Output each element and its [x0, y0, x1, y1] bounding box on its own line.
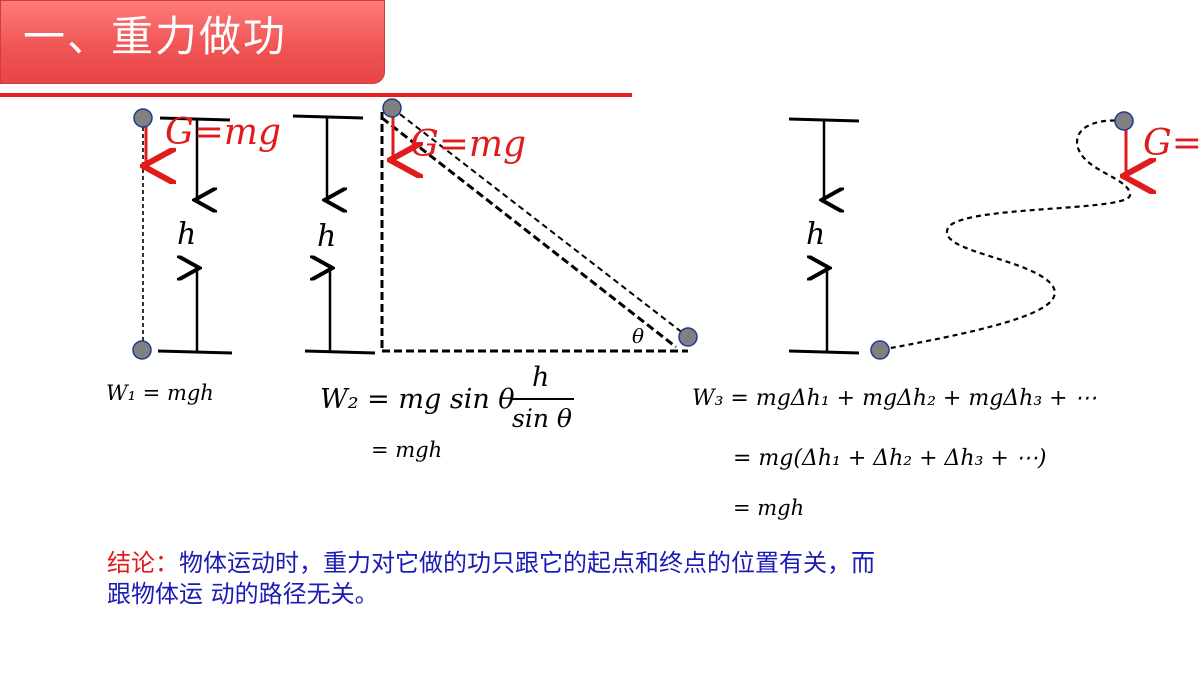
- ball-end: [132, 340, 152, 360]
- conclusion-line2: 跟物体运 动的路径无关。: [107, 580, 379, 608]
- ball-end: [870, 340, 890, 360]
- gravity-label: G=mg: [410, 124, 526, 165]
- title-underline: [0, 93, 632, 97]
- bottom-bar: [304, 349, 376, 355]
- bottom-bar: [788, 349, 860, 355]
- fraction-bar: [512, 398, 574, 400]
- incline-edge-lower: [381, 116, 677, 349]
- title-banner: 一、重力做功: [0, 0, 385, 84]
- curved-path: [879, 119, 1132, 352]
- formula-w2-denominator: sin θ: [512, 404, 572, 433]
- case2-incline: h θ G=mg: [292, 98, 698, 355]
- case3-curved-path: h G=: [788, 111, 1200, 360]
- formula-w2-numerator: h: [532, 362, 550, 393]
- conclusion-line1: 物体运动时，重力对它做的功只跟它的起点和终点的位置有关，而: [179, 549, 875, 577]
- bottom-bar: [157, 349, 233, 355]
- angle-label: θ: [632, 324, 644, 348]
- ball-start: [382, 98, 402, 118]
- case1-vertical-fall: h G=mg: [132, 108, 281, 360]
- conclusion-label: 结论：: [107, 549, 179, 577]
- gravity-label: G=: [1143, 123, 1200, 164]
- formula-w2: W₂ = mg sin θ: [320, 384, 515, 415]
- top-bar: [292, 114, 364, 120]
- height-label: h: [317, 219, 336, 254]
- formula-w3-line3: = mgh: [733, 496, 805, 520]
- formula-w2-result: = mgh: [371, 438, 443, 462]
- ball-start: [1114, 111, 1134, 131]
- slide-title: 一、重力做功: [23, 12, 288, 61]
- formula-w3-line2: = mg(Δh₁ + Δh₂ + Δh₃ + ⋯): [733, 446, 1047, 471]
- height-label: h: [177, 217, 196, 252]
- ball-end: [678, 327, 698, 347]
- top-bar: [159, 116, 231, 122]
- incline-edge-upper: [391, 107, 689, 338]
- ball-start: [133, 108, 153, 128]
- conclusion-text: 结论：物体运动时，重力对它做的功只跟它的起点和终点的位置有关，而 跟物体运 动的…: [107, 548, 1087, 610]
- gravity-label: G=mg: [165, 112, 281, 153]
- height-label: h: [806, 217, 825, 252]
- top-bar: [788, 117, 860, 123]
- formula-w1: W₁ = mgh: [106, 381, 214, 405]
- formula-w3-line1: W₃ = mgΔh₁ + mgΔh₂ + mgΔh₃ + ⋯: [692, 386, 1097, 411]
